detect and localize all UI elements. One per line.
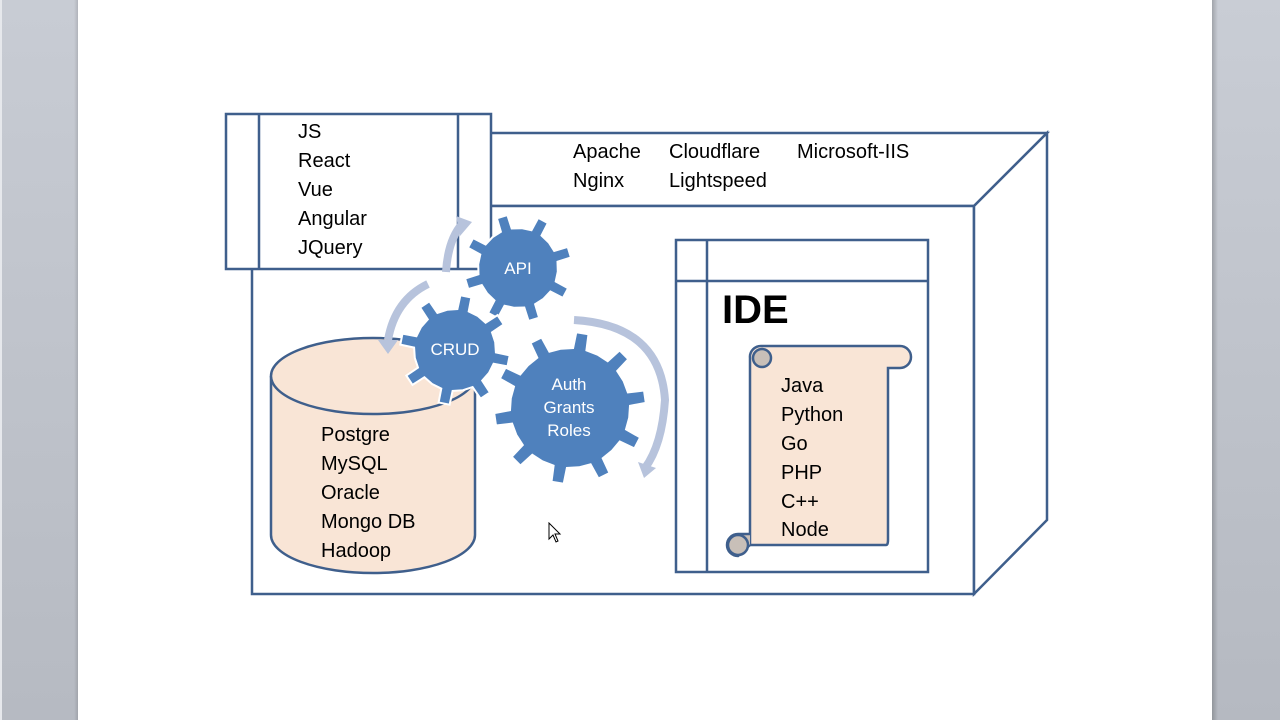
frontend-window bbox=[224, 112, 493, 271]
database-item: Oracle bbox=[321, 482, 380, 504]
ide-language-item: Python bbox=[781, 404, 844, 426]
gear-crud-label: CRUD bbox=[430, 340, 480, 359]
gears bbox=[399, 213, 647, 485]
web-server-item: Apache bbox=[573, 141, 641, 163]
gear-auth-line: Auth bbox=[551, 375, 587, 394]
gear-crud-icon bbox=[399, 294, 511, 406]
right-window-edge bbox=[1212, 0, 1280, 720]
ide-language-item: Node bbox=[781, 519, 829, 541]
gear-api-icon bbox=[463, 213, 573, 323]
gear-auth-label: Auth Grants Roles bbox=[529, 373, 609, 442]
database-cylinder-icon bbox=[269, 336, 477, 575]
frontend-item: JS bbox=[298, 121, 322, 143]
web-server-item: Nginx bbox=[573, 170, 625, 192]
frontend-item: JQuery bbox=[298, 237, 363, 259]
database-item: MySQL bbox=[321, 453, 388, 475]
arrow-auth-cycle bbox=[573, 316, 670, 471]
frontend-item: Vue bbox=[298, 179, 333, 201]
frontend-item: Angular bbox=[298, 208, 367, 230]
database-item: Hadoop bbox=[321, 540, 392, 562]
arrow-api-to-database bbox=[384, 280, 430, 341]
gear-auth-icon bbox=[493, 331, 647, 485]
ide-language-item: Java bbox=[781, 375, 824, 397]
ide-language-item: C++ bbox=[781, 491, 819, 513]
gear-auth-line: Roles bbox=[547, 421, 591, 440]
ide-language-item: PHP bbox=[781, 462, 823, 484]
scroll-icon bbox=[725, 344, 913, 558]
database-item: Postgre bbox=[321, 424, 390, 446]
gear-auth-line: Grants bbox=[543, 398, 595, 417]
server-box-side bbox=[972, 129, 1049, 598]
database-item: Mongo DB bbox=[321, 511, 416, 533]
web-server-item: Microsoft-IIS bbox=[797, 141, 910, 163]
ide-language-item: Go bbox=[781, 433, 808, 455]
frontend-item: React bbox=[298, 150, 351, 172]
web-server-item: Cloudflare bbox=[669, 141, 761, 163]
gear-api-label: API bbox=[504, 259, 532, 278]
arrow-heads bbox=[378, 216, 656, 478]
left-window-edge bbox=[0, 0, 80, 720]
mouse-pointer-icon bbox=[548, 522, 562, 543]
ide-title: IDE bbox=[722, 288, 789, 332]
web-server-item: Lightspeed bbox=[669, 170, 767, 192]
